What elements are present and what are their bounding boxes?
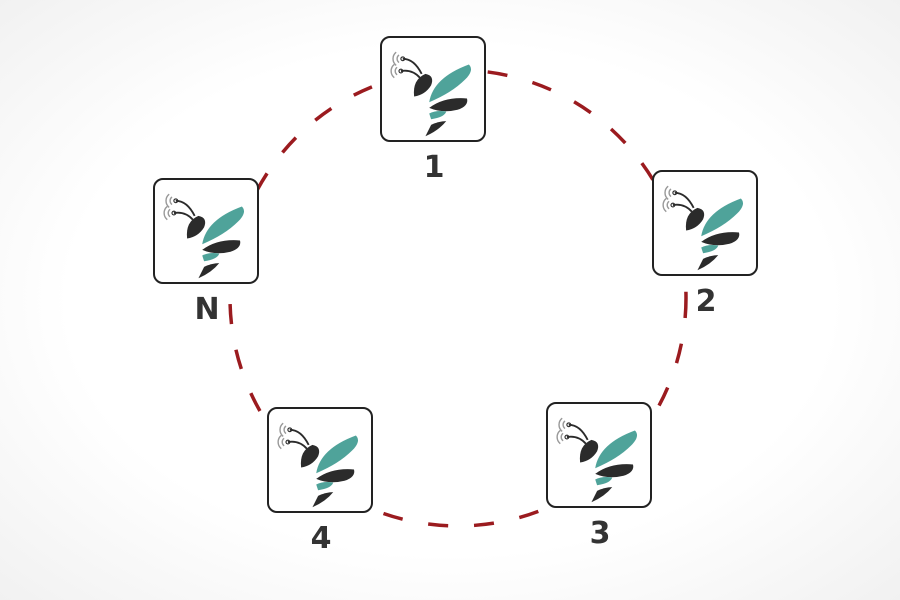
node-box <box>267 407 373 513</box>
node-box <box>652 170 758 276</box>
bee-icon <box>277 422 359 508</box>
node-label: 1 <box>423 150 445 185</box>
bee-icon <box>390 51 472 137</box>
node-2: 2 <box>652 170 760 319</box>
bee-icon <box>556 417 638 503</box>
bee-icon <box>662 185 744 271</box>
node-box <box>380 36 486 142</box>
node-3: 3 <box>546 402 654 551</box>
node-label: N <box>194 292 220 327</box>
node-label: 3 <box>589 516 611 551</box>
node-label: 4 <box>310 521 332 556</box>
bee-icon <box>163 193 245 279</box>
node-box <box>546 402 652 508</box>
node-box <box>153 178 259 284</box>
node-4: 4 <box>267 407 375 556</box>
node-n: N <box>153 178 261 327</box>
node-1: 1 <box>380 36 488 185</box>
node-label: 2 <box>695 284 717 319</box>
